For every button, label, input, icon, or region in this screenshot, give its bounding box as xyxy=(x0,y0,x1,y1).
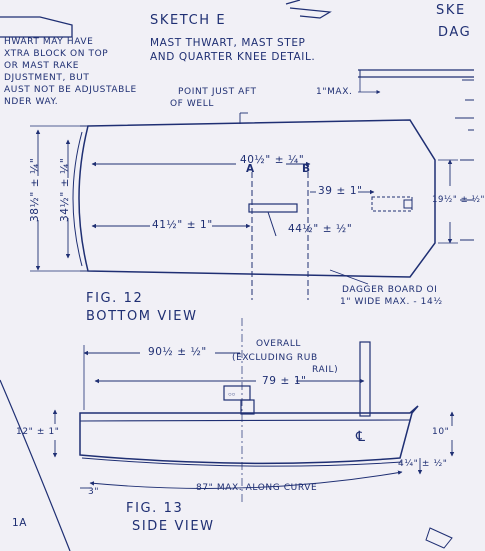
overall-2: (EXCLUDING RUB xyxy=(232,353,318,363)
sketch-subtitle-2: AND QUARTER KNEE DETAIL. xyxy=(150,51,316,63)
dim-87: 87" MAX. ALONG CURVE xyxy=(196,483,318,493)
corner-mark: 1A xyxy=(12,517,28,529)
one-inch-max: 1"MAX. xyxy=(316,87,353,97)
dim-39: 39 ± 1" xyxy=(318,185,363,197)
dim-12: 12" ± 1" xyxy=(16,427,60,437)
right-fragment xyxy=(455,79,474,241)
fig13-title: FIG. 13 xyxy=(126,501,184,516)
dim-79: 79 ± 1" xyxy=(262,375,307,387)
dim-4: 4¼" ± ½" xyxy=(398,459,448,469)
hull-bottom-outline xyxy=(78,119,436,278)
dagger-well xyxy=(371,196,413,212)
dim-38: 38½" ± ¼" xyxy=(29,157,41,222)
block-marking: ○○ xyxy=(228,392,236,398)
thwart-rect xyxy=(248,203,298,213)
dagger-label-2: 1" WIDE MAX. - 14½ xyxy=(340,297,443,307)
mast xyxy=(359,341,371,417)
fig13-subtitle: SIDE VIEW xyxy=(132,519,215,534)
dim-90: 90½ ± ½" xyxy=(148,346,207,358)
deck-block xyxy=(223,385,251,401)
mast-step-fragment xyxy=(285,0,332,19)
marker-b: B xyxy=(302,163,311,175)
dim-41: 41½" ± 1" xyxy=(152,219,213,231)
point-just-aft-2: OF WELL xyxy=(170,99,214,109)
sketch-title: SKETCH E xyxy=(150,13,227,28)
note-line-2: XTRA BLOCK ON TOP xyxy=(4,49,109,59)
note-line-3: OR MAST RAKE xyxy=(4,61,80,71)
mast-rod-detail xyxy=(358,69,474,94)
dim-3: 3" xyxy=(88,487,100,497)
dagger-label-1: DAGGER BOARD OI xyxy=(342,285,438,295)
centerline-symbol: ℄ xyxy=(356,429,366,445)
corner-fragment-top: SKE xyxy=(436,3,466,18)
marker-a: A xyxy=(246,163,255,175)
hull-side-outline xyxy=(79,405,419,465)
dim-40: 40½" ± ¼" xyxy=(240,154,305,166)
point-just-aft-1: POINT JUST AFT xyxy=(178,87,257,97)
note-line-5: AUST NOT BE ADJUSTABLE xyxy=(4,85,137,95)
dim-19: 19½" ± ½" xyxy=(432,195,485,205)
overall-3: RAIL) xyxy=(312,365,339,375)
note-line-4: DJUSTMENT, BUT xyxy=(4,73,90,83)
corner-fragment-dag: DAG xyxy=(438,25,472,40)
note-line-6: NDER WAY. xyxy=(4,97,59,107)
sketch-subtitle-1: MAST THWART, MAST STEP xyxy=(150,37,306,49)
thwart-fragment xyxy=(0,16,73,38)
dim-44: 44½" ± ½" xyxy=(288,223,353,235)
blueprint-drawing: ○○ xyxy=(0,0,474,551)
dim-34: 34½" ± ¼" xyxy=(59,157,71,222)
overall-1: OVERALL xyxy=(256,339,302,349)
fig12-subtitle: BOTTOM VIEW xyxy=(86,309,198,324)
fig12-title: FIG. 12 xyxy=(86,291,144,306)
dim-10: 10" xyxy=(432,427,450,437)
note-line-1: HWART MAY HAVE xyxy=(4,37,94,47)
